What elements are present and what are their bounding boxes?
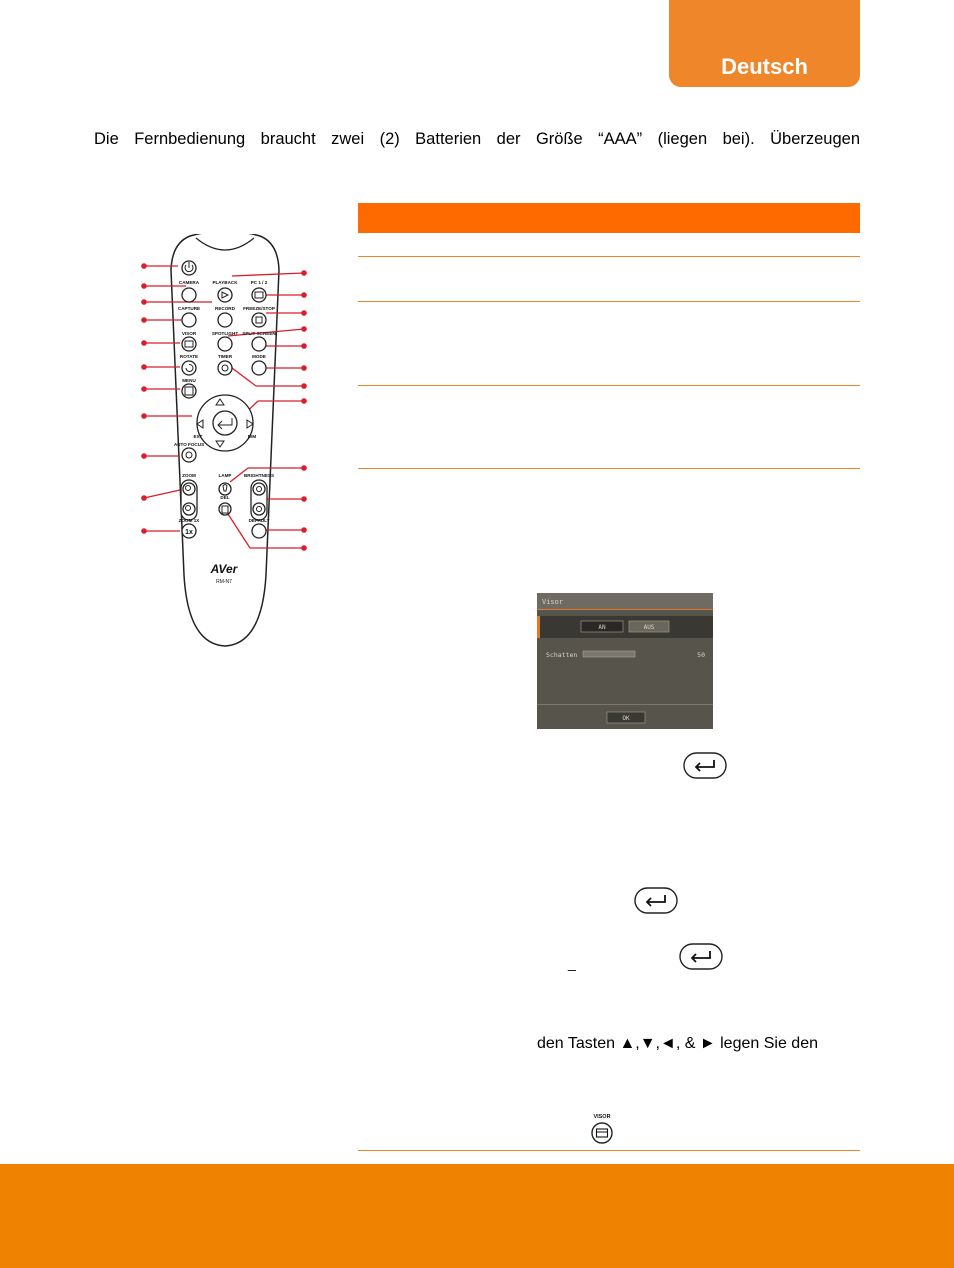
svg-text:LAMP: LAMP	[218, 473, 231, 478]
svg-text:FREEZE/STOP: FREEZE/STOP	[243, 306, 275, 311]
visor-on-button[interactable]	[580, 620, 624, 633]
callout-lines-right	[227, 272, 305, 549]
svg-text:DEL: DEL	[220, 495, 229, 500]
svg-text:RECORD: RECORD	[215, 306, 236, 311]
visor-ok-button[interactable]	[606, 711, 646, 724]
enter-key-icon	[634, 887, 678, 914]
shadow-label: Schatten	[546, 651, 577, 659]
svg-text:AN: AN	[598, 624, 606, 631]
underscore-fragment: _	[568, 955, 576, 971]
visor-dialog-screenshot: Visor AN AUS Schatten 50 OK	[537, 593, 713, 729]
enter-key-icon	[683, 752, 727, 779]
visor-button-caption: VISOR	[593, 1114, 610, 1120]
svg-text:PLAYBACK: PLAYBACK	[212, 280, 238, 285]
svg-text:BRIGHTNESS: BRIGHTNESS	[244, 473, 274, 478]
table-divider	[358, 256, 860, 257]
svg-text:SPOTLIGHT: SPOTLIGHT	[212, 331, 238, 336]
shadow-slider[interactable]	[582, 650, 636, 658]
svg-text:PC 1 / 2: PC 1 / 2	[251, 280, 268, 285]
svg-text:CAPTURE: CAPTURE	[178, 306, 200, 311]
svg-text:OK: OK	[622, 715, 630, 722]
shadow-value: 50	[697, 651, 705, 659]
svg-text:CAMERA: CAMERA	[179, 280, 200, 285]
table-divider	[358, 385, 860, 386]
arrow-keys-text: den Tasten ▲,▼,◄, & ► legen Sie den	[537, 1035, 818, 1052]
svg-text:VISOR: VISOR	[182, 331, 197, 336]
svg-text:SPLIT SCREEN: SPLIT SCREEN	[242, 331, 276, 336]
table-header-bar	[358, 203, 860, 233]
table-divider	[358, 1150, 860, 1151]
language-tab-label: Deutsch	[721, 54, 808, 79]
visor-off-button[interactable]	[628, 620, 670, 633]
svg-text:EXT: EXT	[194, 434, 203, 439]
svg-text:AUS: AUS	[644, 624, 655, 631]
svg-text:MODE: MODE	[252, 354, 266, 359]
remote-model-label: RM-N7	[216, 579, 232, 585]
svg-text:TIMER: TIMER	[218, 354, 233, 359]
table-divider	[358, 468, 860, 469]
svg-text:ZOOM: ZOOM	[182, 473, 196, 478]
remote-brand-logo: AVer	[210, 562, 239, 576]
svg-text:AUTO FOCUS: AUTO FOCUS	[174, 442, 204, 447]
visor-dialog-title: Visor	[542, 598, 563, 606]
language-tab: Deutsch	[669, 0, 860, 87]
table-divider	[358, 301, 860, 302]
callout-lines-left	[143, 265, 212, 532]
enter-key-icon	[679, 943, 723, 970]
svg-text:ZOOM 1X: ZOOM 1X	[179, 518, 201, 523]
svg-text:ROTATE: ROTATE	[180, 354, 198, 359]
footer-band	[0, 1164, 954, 1268]
visor-button-icon: VISOR	[591, 1114, 613, 1144]
intro-paragraph: Die Fernbedienung braucht zwei (2) Batte…	[94, 130, 860, 148]
remote-control-illustration: CAMERA PLAYBACK PC 1 / 2 CAPTURE RECORD …	[141, 234, 307, 647]
svg-text:1x: 1x	[185, 529, 193, 536]
svg-text:DIM: DIM	[248, 434, 257, 439]
svg-text:MENU: MENU	[182, 378, 196, 383]
svg-text:DEFAULT: DEFAULT	[249, 518, 270, 523]
